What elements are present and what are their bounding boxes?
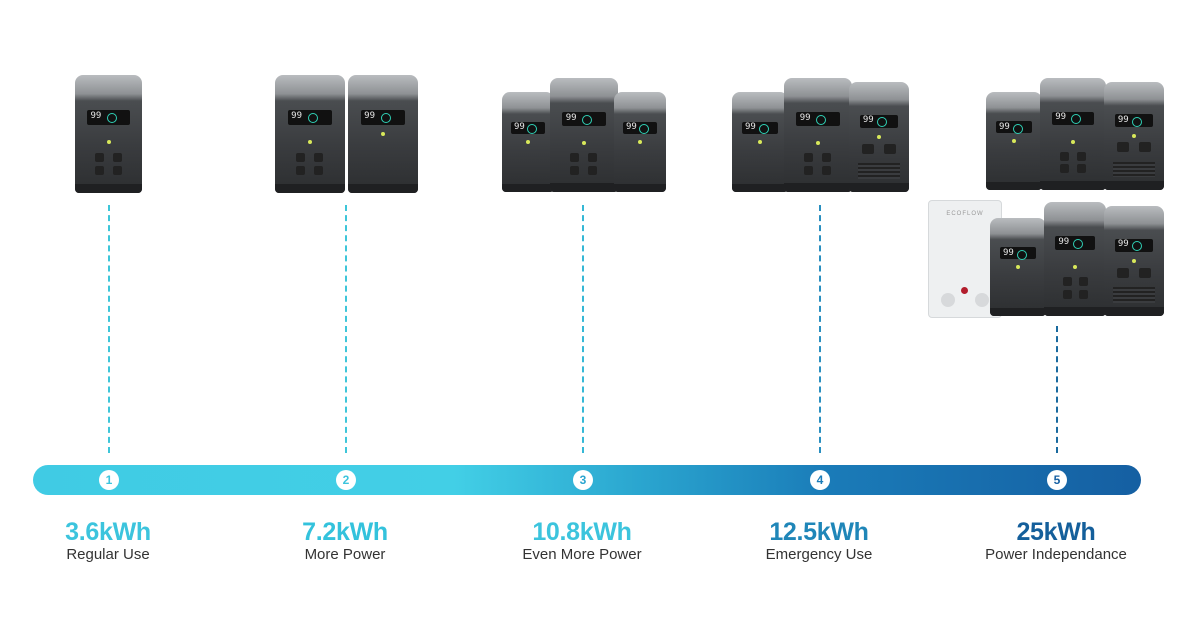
capacity-value: 3.6kWh [65,518,151,546]
step-marker-3: 3 [573,470,593,490]
connector-line-5 [1056,326,1058,453]
extra-battery-unit: 99 [990,218,1046,316]
power-station-unit: 99 [75,75,142,193]
step-marker-1: 1 [99,470,119,490]
step-marker-2: 2 [336,470,356,490]
capacity-value: 10.8kWh [532,518,632,546]
connector-line-2 [345,205,347,453]
power-station-unit: 99 [1044,202,1106,316]
connector-line-1 [108,205,110,453]
extra-battery-unit: 99 [732,92,788,192]
capacity-value: 12.5kWh [769,518,869,546]
smart-generator-unit: 99 [1104,82,1164,190]
usage-label: Regular Use [66,546,150,563]
step-marker-4: 4 [810,470,830,490]
extra-battery-unit: 99 [502,92,554,192]
power-station-unit: 99 [1040,78,1106,190]
smart-home-panel: ECOFLOW [928,200,1002,318]
capacity-value: 7.2kWh [302,518,388,546]
connector-line-4 [819,205,821,453]
connector-line-3 [582,205,584,453]
extra-battery-unit: 99 [986,92,1042,190]
step-marker-5: 5 [1047,470,1067,490]
stage-label-2: 7.2kWh More Power [245,518,445,564]
usage-label: Even More Power [522,546,642,563]
power-station-unit: 99 [784,78,852,192]
usage-label: Power Independance [985,546,1127,563]
power-station-unit: 99 [550,78,618,192]
capacity-value: 25kWh [1016,518,1096,546]
stage-label-1: 3.6kWh Regular Use [8,518,208,564]
stage-label-5: 25kWh Power Independance [956,518,1156,564]
stage-label-4: 12.5kWh Emergency Use [719,518,919,564]
usage-label: More Power [304,546,386,563]
extra-battery-unit: 99 [348,75,418,193]
smart-generator-unit: 99 [849,82,909,192]
usage-label: Emergency Use [765,546,873,563]
extra-battery-unit: 99 [614,92,666,192]
smart-generator-unit: 99 [1104,206,1164,316]
power-station-unit: 99 [275,75,345,193]
stage-label-3: 10.8kWh Even More Power [482,518,682,564]
